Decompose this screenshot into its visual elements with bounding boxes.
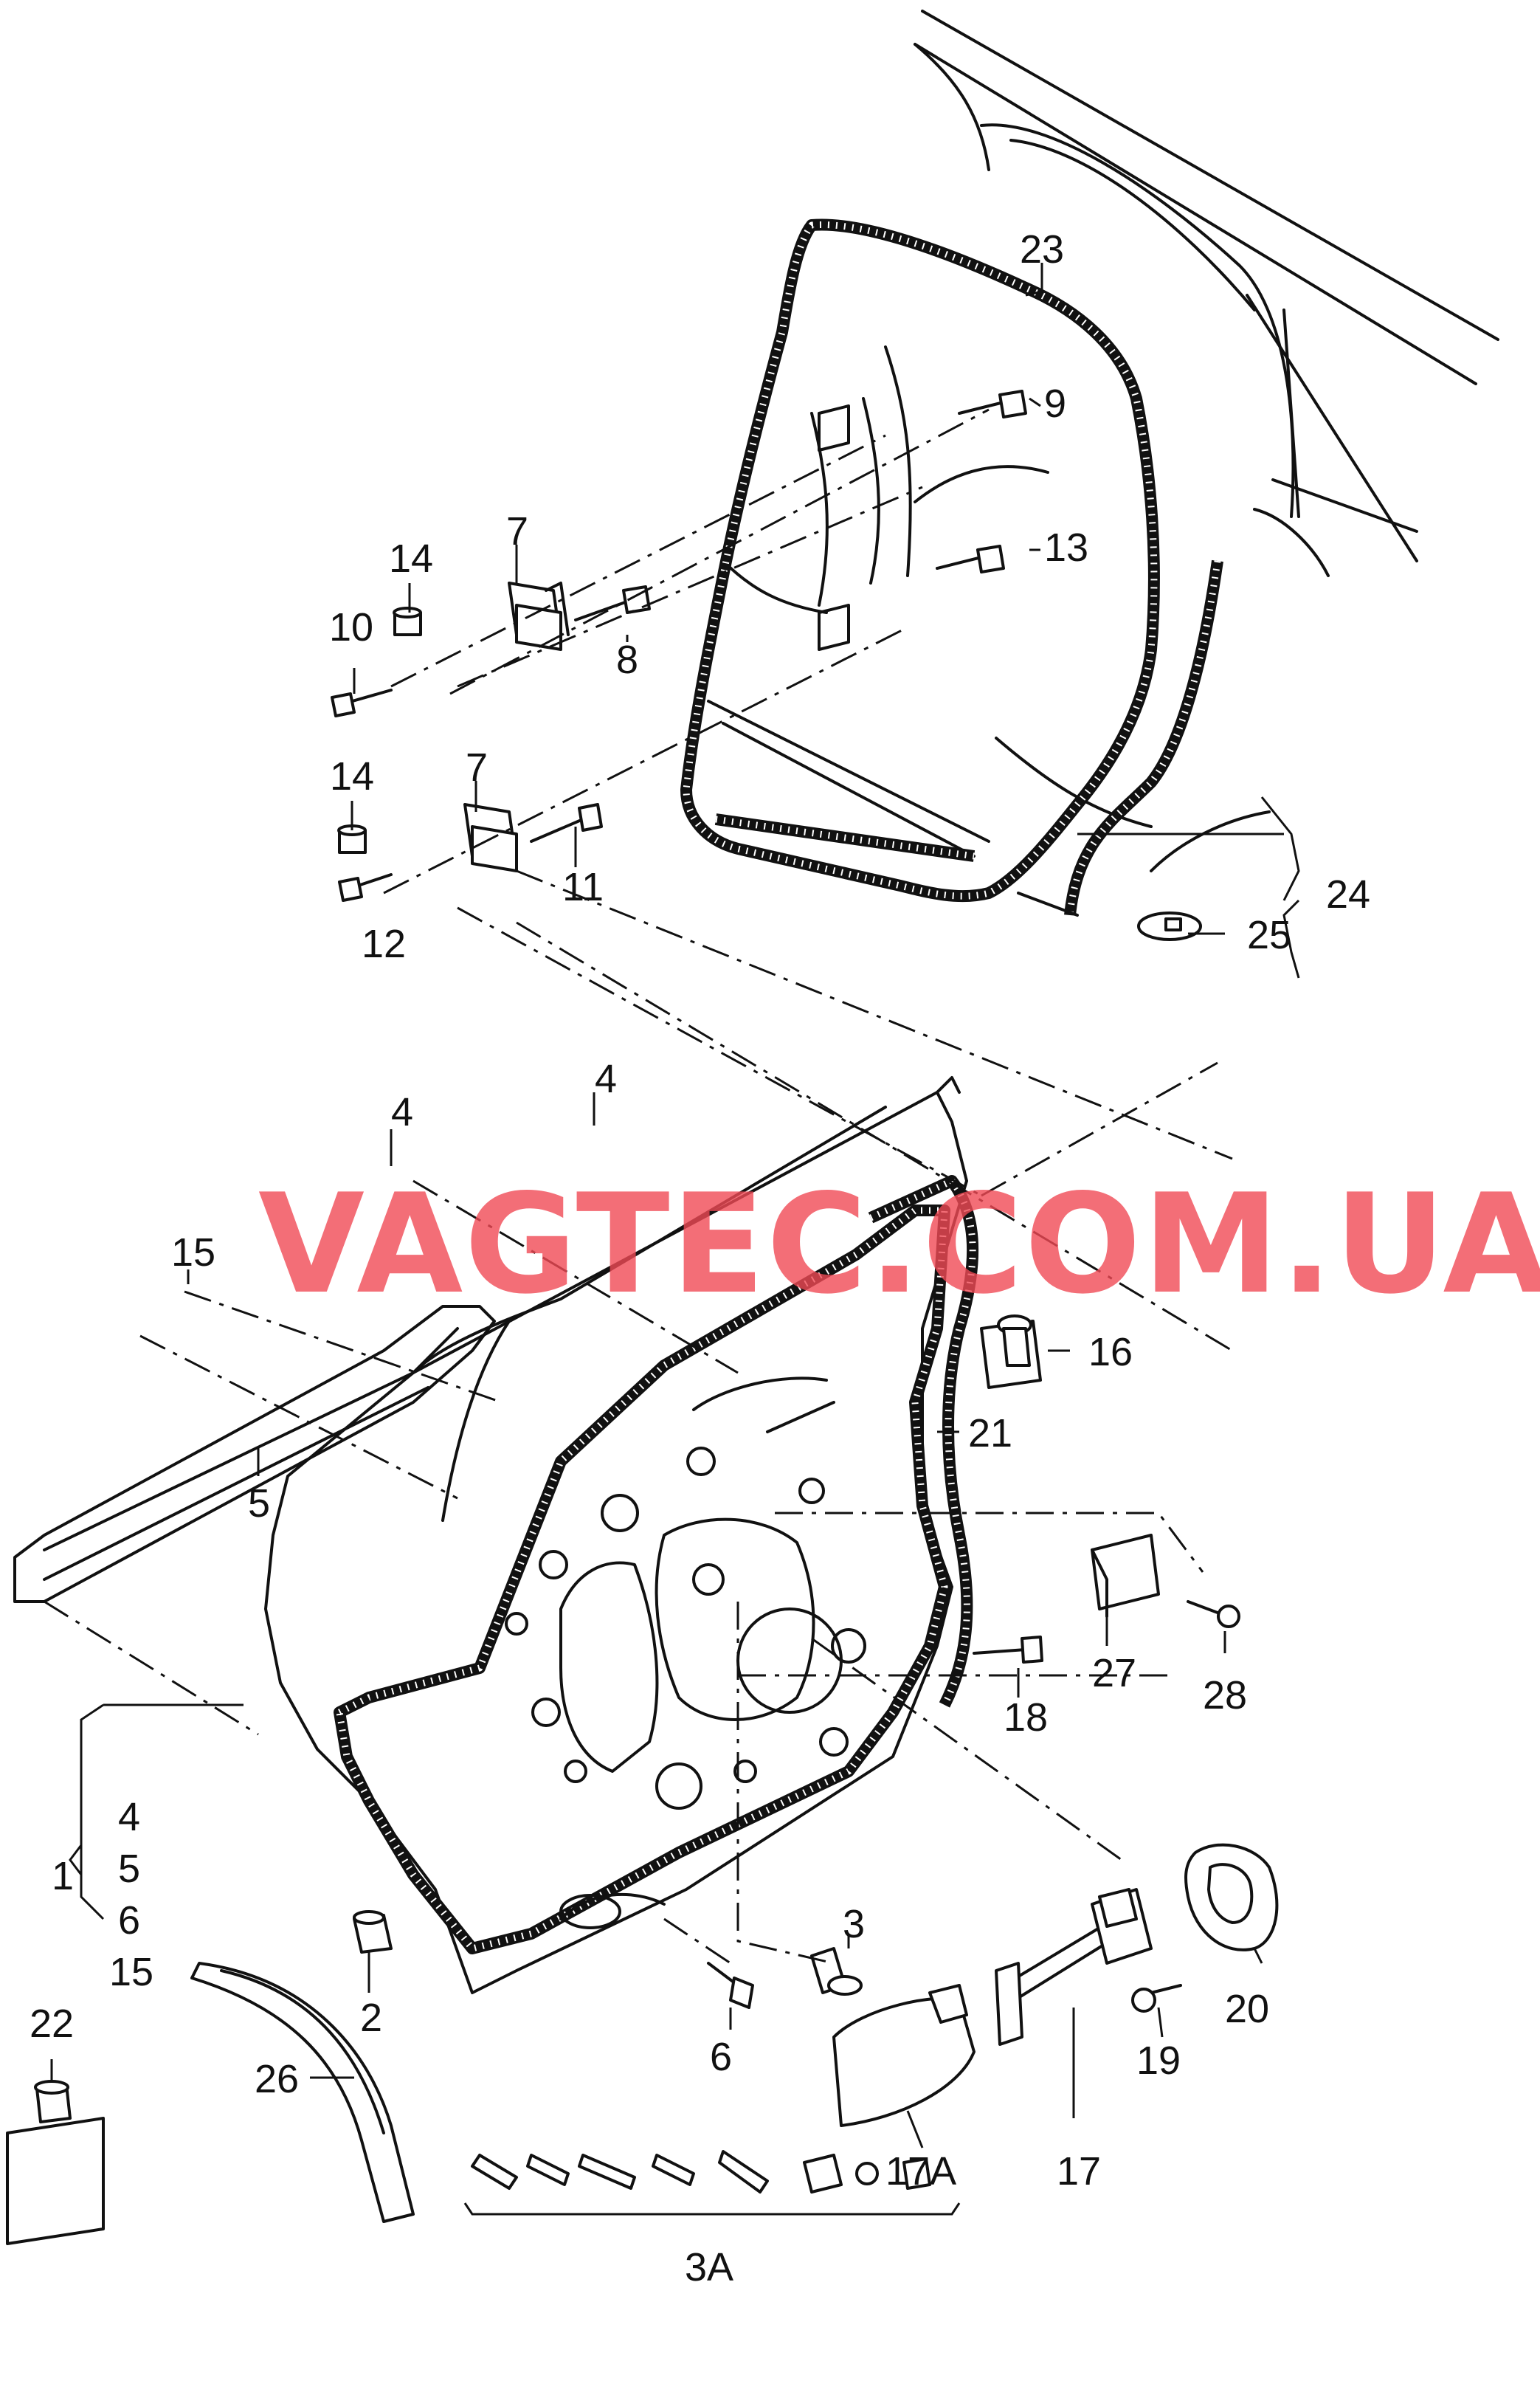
screw-28 — [1187, 1600, 1240, 1628]
callout-labels: 23 9 13 7 14 10 8 7 14 11 12 24 25 4 4 1… — [30, 227, 1370, 2289]
callout-14-upper: 14 — [389, 537, 433, 581]
callout-9: 9 — [1044, 382, 1066, 426]
callout-1-group-6: 6 — [118, 1898, 140, 1943]
plug-2 — [353, 1910, 393, 1954]
callout-23: 23 — [1020, 227, 1064, 272]
upper-hinge — [508, 582, 570, 651]
callout-1-group-15: 15 — [109, 1950, 153, 1994]
car-body-outline — [680, 10, 1499, 917]
callout-4-left: 4 — [391, 1090, 413, 1134]
door-brace-5 — [13, 1305, 496, 1603]
bolt-19 — [1131, 1984, 1182, 2013]
callout-22: 22 — [30, 2002, 74, 2046]
plug-25 — [1137, 912, 1202, 941]
callout-2: 2 — [360, 1996, 382, 2040]
callout-28: 28 — [1203, 1673, 1247, 1717]
callout-10: 10 — [329, 605, 373, 649]
callout-21: 21 — [968, 1411, 1012, 1455]
screw-18 — [973, 1636, 1043, 1664]
alignment-lines — [44, 408, 1233, 1965]
callout-20: 20 — [1225, 1987, 1269, 2031]
callout-17: 17 — [1057, 2149, 1101, 2194]
bracket-27 — [1091, 1534, 1160, 1618]
callout-18: 18 — [1004, 1695, 1048, 1740]
callout-11: 11 — [562, 865, 604, 909]
callout-3: 3 — [843, 1902, 865, 1946]
door-inner-seal — [334, 1205, 950, 1954]
callout-14-lower: 14 — [330, 754, 374, 799]
door-inner-panel-holes — [505, 1376, 866, 1929]
bolts-upper — [331, 390, 1027, 902]
callout-25: 25 — [1247, 913, 1291, 957]
callout-17a: 17A — [885, 2149, 956, 2194]
callout-7-lower: 7 — [466, 745, 488, 790]
callout-16: 16 — [1088, 1330, 1133, 1374]
callout-7-upper: 7 — [506, 509, 528, 554]
callout-4-right: 4 — [595, 1057, 617, 1101]
callout-27: 27 — [1092, 1651, 1136, 1695]
small-hardware-3a — [463, 2150, 961, 2216]
callout-1-group-4: 4 — [118, 1795, 140, 1839]
grommet-16 — [980, 1314, 1042, 1389]
callout-26: 26 — [255, 2057, 299, 2101]
leader-lines — [50, 263, 1300, 2148]
callout-12: 12 — [362, 922, 406, 966]
bushing-20 — [1184, 1843, 1279, 1951]
trim-26 — [190, 1962, 415, 2223]
bottle-22 — [6, 2080, 105, 2245]
check-strap-cover-17a — [832, 1984, 976, 2127]
window-frame-seal-21 — [868, 1175, 979, 1708]
callout-6: 6 — [710, 2035, 732, 2079]
clip-3 — [810, 1947, 863, 1996]
callout-1-group-5: 5 — [118, 1847, 140, 1891]
callout-19: 19 — [1136, 2039, 1181, 2083]
callout-24: 24 — [1326, 872, 1370, 917]
callout-3a: 3A — [685, 2245, 733, 2289]
callout-15: 15 — [171, 1230, 215, 1275]
lower-hinge — [463, 803, 518, 872]
callout-13: 13 — [1044, 525, 1088, 570]
callout-1: 1 — [52, 1854, 74, 1898]
callout-5: 5 — [248, 1481, 270, 1526]
bolt-6 — [707, 1962, 754, 2009]
callout-8: 8 — [616, 638, 638, 682]
watermark: VAGTEC.COM.UA — [258, 1164, 1540, 1324]
door-check-strap-17 — [995, 1888, 1153, 2046]
